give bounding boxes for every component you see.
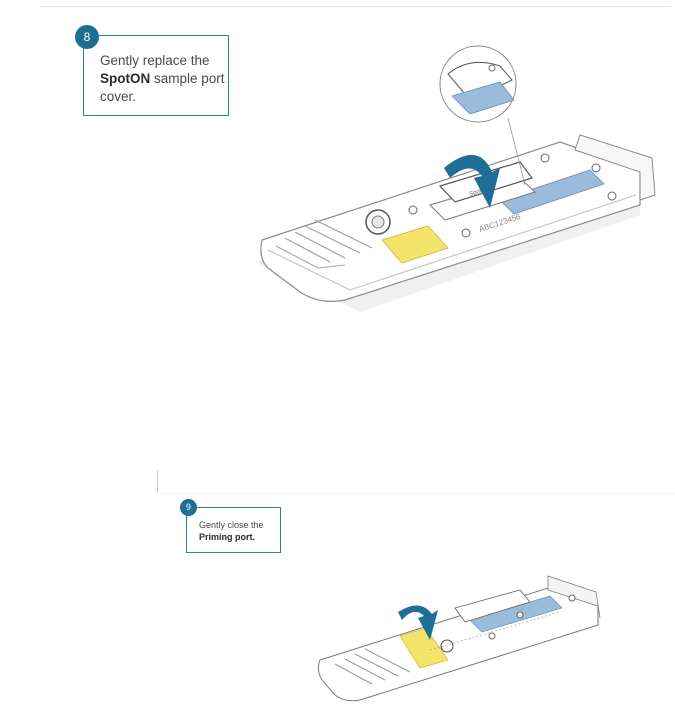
replace-arrow-icon <box>444 154 500 208</box>
step-9-text-bold: Priming port. <box>199 532 255 542</box>
step-9-text-start: Gently close the <box>199 520 264 530</box>
step-8-instruction: Gently replace the SpotON sample port co… <box>100 52 228 106</box>
yellow-pad <box>381 225 449 264</box>
step-8-text-end: sample port cover. <box>100 71 225 104</box>
section-divider <box>157 470 158 492</box>
step-8-text-start: Gently replace the <box>100 53 210 68</box>
yellow-pad-9 <box>399 627 449 669</box>
blue-channel <box>499 169 605 215</box>
step-9-instruction: Gently close the Priming port. <box>199 519 280 543</box>
step-8-text-bold: SpotON <box>100 71 151 86</box>
faint-rule <box>160 493 675 494</box>
step-8-badge: 8 <box>75 25 99 49</box>
top-rule <box>40 6 670 7</box>
step-9-badge: 9 <box>180 499 197 516</box>
step-8-callout: Gently replace the SpotON sample port co… <box>83 35 229 116</box>
close-priming-port-arrow-icon <box>398 605 438 640</box>
step-9-callout: Gently close the Priming port. <box>186 507 281 553</box>
flow-cell-body <box>260 141 641 302</box>
